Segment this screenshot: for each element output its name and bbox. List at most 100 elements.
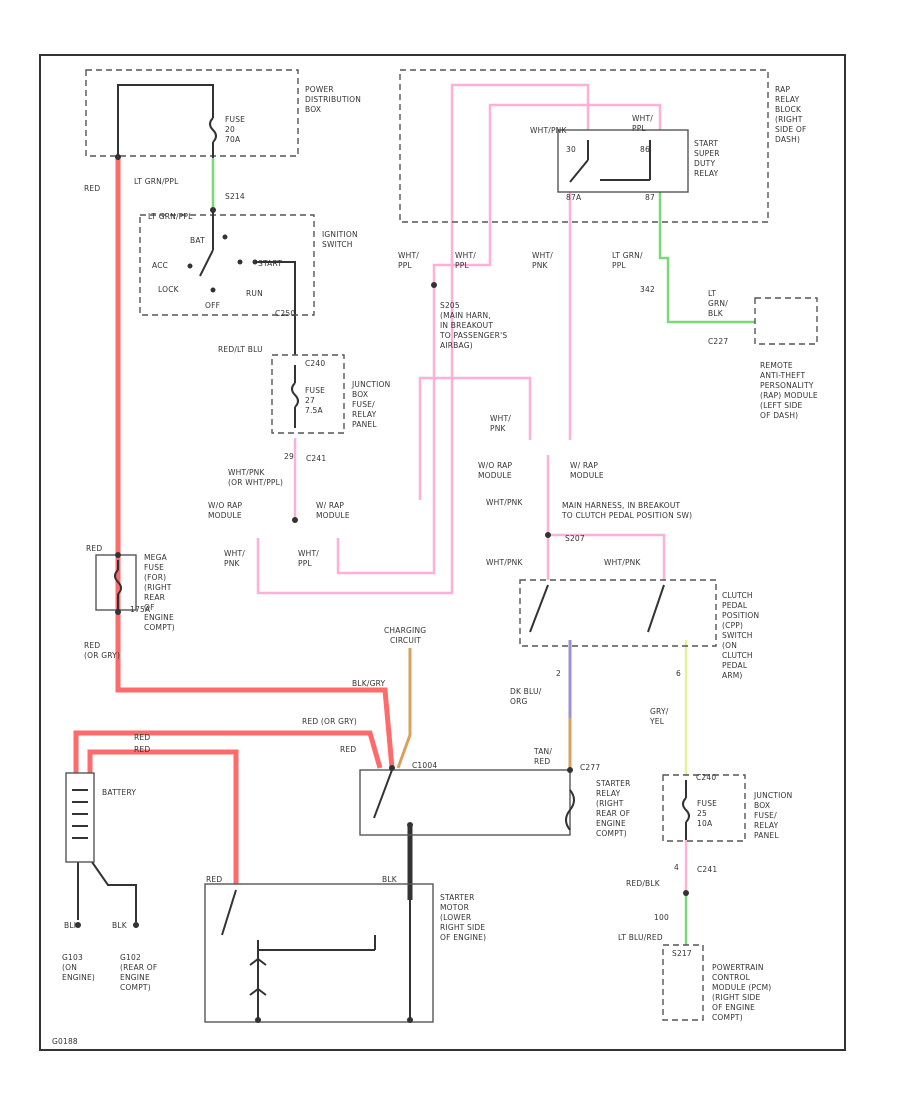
label-wht-pnk-e: WHT/PNK (486, 558, 523, 567)
label-w29: 29 (284, 452, 294, 461)
label-wht-pnk-top: WHT/PNK (530, 126, 567, 135)
label-blk-gry: BLK/GRY (352, 679, 386, 688)
label-lt-grn-ppl-2: LT GRN/PPL (148, 212, 193, 221)
label-blk-sm: BLK (382, 875, 398, 884)
label-battery: BATTERY (102, 788, 136, 797)
fuse-20-symbol (209, 108, 217, 158)
rap-module-box (754, 297, 818, 345)
diagram-frame (39, 54, 846, 1051)
label-c241-1: C241 (306, 454, 326, 463)
ground-symbols (75, 922, 139, 928)
label-wht-ppl-top: WHT/PPL (632, 114, 653, 133)
label-blk-2: BLK (112, 921, 128, 930)
label-wht-ppl-c: WHT/PPL (455, 251, 476, 270)
wire-red-battery-3 (87, 749, 239, 884)
label-wht-pnk-or-wht-ppl: WHT/PNK(OR WHT/PPL) (228, 468, 283, 487)
fuse-27-symbol (291, 365, 299, 428)
label-c240-2: C240 (696, 773, 716, 782)
wire-wht-pnk-6 (548, 533, 666, 580)
wire-charging (396, 648, 412, 769)
label-c250: C250 (275, 309, 295, 318)
label-lt-grn-ppl-1: LT GRN/PPL (134, 177, 179, 186)
wire-wht-pnk-4 (418, 376, 532, 500)
label-pin-2: 2 (556, 669, 561, 678)
label-w100: 100 (654, 913, 669, 922)
starter-relay-symbol (373, 769, 575, 831)
label-red-or-gry-2: RED (OR GRY) (302, 717, 357, 726)
label-wht-pnk-a: WHT/PNK (224, 549, 245, 568)
label-red-starter: RED (340, 745, 356, 754)
label-lt-blu-red: LT BLU/RED (618, 933, 663, 942)
wire-gnd-2 (91, 861, 137, 922)
ignition-switch-box (139, 214, 315, 316)
wire-power-dist (117, 84, 214, 157)
label-lt-grn-ppl-3: LT GRN/PPL (612, 251, 643, 270)
label-s214: S214 (225, 192, 245, 201)
junction-box-1 (271, 354, 345, 434)
label-ign-acc: ACC (152, 261, 168, 270)
label-c227: C227 (708, 337, 728, 346)
label-dk-blu-org: DK BLU/ORG (510, 687, 542, 706)
label-ign-run: RUN (246, 289, 263, 298)
label-wht-pnk-b: WHT/PNK (532, 251, 553, 270)
label-ign-start: START (258, 259, 282, 268)
label-w342: 342 (640, 285, 655, 294)
pcm-box (662, 944, 704, 1021)
label-s207: S207 (565, 534, 585, 543)
wires (73, 83, 755, 945)
wire-wht-pnk-2 (256, 83, 590, 595)
starter-motor-box (204, 883, 434, 1023)
label-ign-lock: LOCK (158, 285, 180, 294)
starter-relay-box (359, 769, 571, 836)
wire-ignition-run (255, 261, 296, 355)
ignition-switch-symbol (187, 210, 258, 293)
label-pin-87a: 87A (566, 193, 582, 202)
label-red-mega: RED (86, 544, 102, 553)
label-pin-4: 4 (674, 863, 679, 872)
label-175a: 175A (130, 605, 151, 614)
wire-lt-grn-blk (658, 192, 755, 324)
label-red-bat-1: RED (134, 733, 150, 742)
label-tan-red: TAN/RED (533, 747, 552, 766)
rap-relay-block (399, 69, 769, 223)
label-wht-ppl-b: WHT/PPL (398, 251, 419, 270)
label-s217: S217 (672, 949, 692, 958)
label-c277: C277 (580, 763, 600, 772)
battery-cells-symbol (72, 789, 88, 839)
label-red-blk: RED/BLK (626, 879, 661, 888)
cpp-switch-box (519, 579, 717, 647)
label-red-top: RED (84, 184, 100, 193)
label-wht-ppl-a: WHT/PPL (298, 549, 319, 568)
label-wht-pnk-f: WHT/PNK (604, 558, 641, 567)
label-red-or-gry: RED(OR GRY) (84, 641, 120, 660)
wire-red-main (115, 157, 395, 769)
label-blk-1: BLK (64, 921, 80, 930)
label-red-lt-blu: RED/LT BLU (218, 345, 263, 354)
power-distribution-box (85, 69, 299, 157)
battery-box (65, 772, 95, 863)
label-c240-1: C240 (305, 359, 325, 368)
junction-box-2 (662, 774, 746, 842)
wire-red-battery-2 (73, 730, 383, 773)
label-gry-yel: GRY/YEL (649, 707, 669, 726)
